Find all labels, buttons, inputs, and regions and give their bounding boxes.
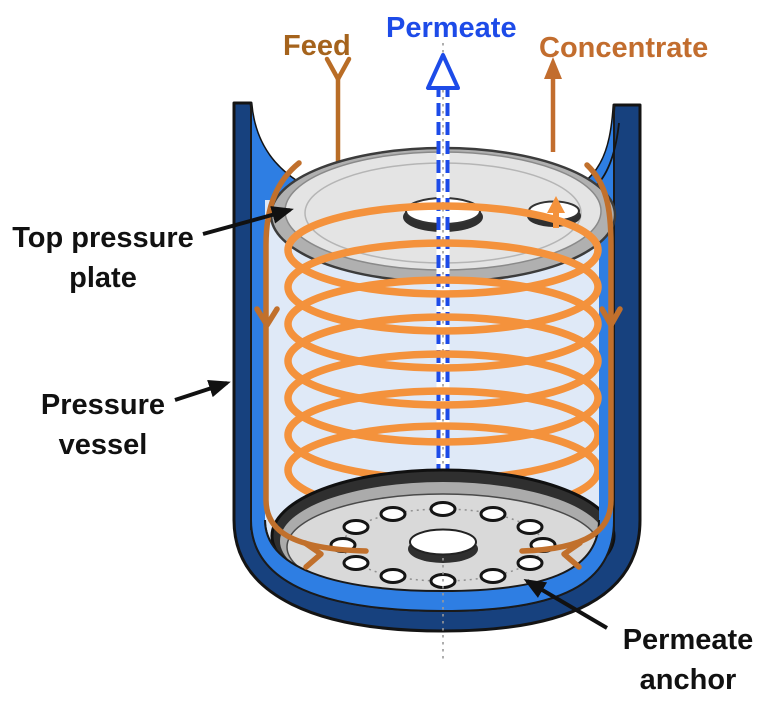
annotation-arrows [174, 206, 609, 630]
feed-label: Feed [283, 30, 351, 62]
permeate-anchor-plate [270, 468, 616, 604]
flow-arrowhead-right-icon [302, 540, 324, 570]
permeate-anchor-pointer [523, 578, 609, 630]
top-pressure-plate-label: Top pressure plate [1, 218, 205, 298]
concentrate-outlet-arrow [547, 196, 565, 228]
concentrate-label: Concentrate [539, 32, 709, 64]
up-arrow-outline-icon [426, 53, 460, 90]
vessel-seam-lines-front [250, 420, 615, 613]
flow-arrowhead-left-icon [561, 540, 583, 570]
pressure-vessel-label-line2: vessel [58, 429, 148, 461]
chevron-down-icon [599, 306, 623, 328]
up-arrow-solid-icon [547, 196, 565, 213]
up-arrow-solid-icon [544, 57, 562, 79]
pressure-vessel-pointer [174, 380, 231, 402]
membrane-coil [284, 202, 602, 518]
anchor-center-hole [408, 528, 478, 563]
permeate-anchor-label-line1: Permeate [622, 624, 754, 656]
top-pressure-plate-pointer [202, 206, 294, 236]
permeate-anchor-label-line2: anchor [639, 664, 737, 696]
feed-flow-line-right [519, 162, 614, 554]
concentrate-arrow [544, 57, 562, 152]
top-pressure-plate-label-line2: plate [69, 262, 137, 294]
feed-inlet-line [324, 56, 352, 165]
permeate-label: Permeate [386, 12, 517, 44]
pressure-vessel-label-line1: Pressure [40, 389, 166, 421]
permeate-anchor-label: Permeate anchor [586, 620, 768, 700]
top-pressure-plate-label-line1: Top pressure [12, 222, 194, 254]
chevron-down-icon [254, 306, 280, 328]
feed-flow-lines [254, 160, 623, 570]
pressure-vessel-label: Pressure vessel [1, 385, 205, 465]
